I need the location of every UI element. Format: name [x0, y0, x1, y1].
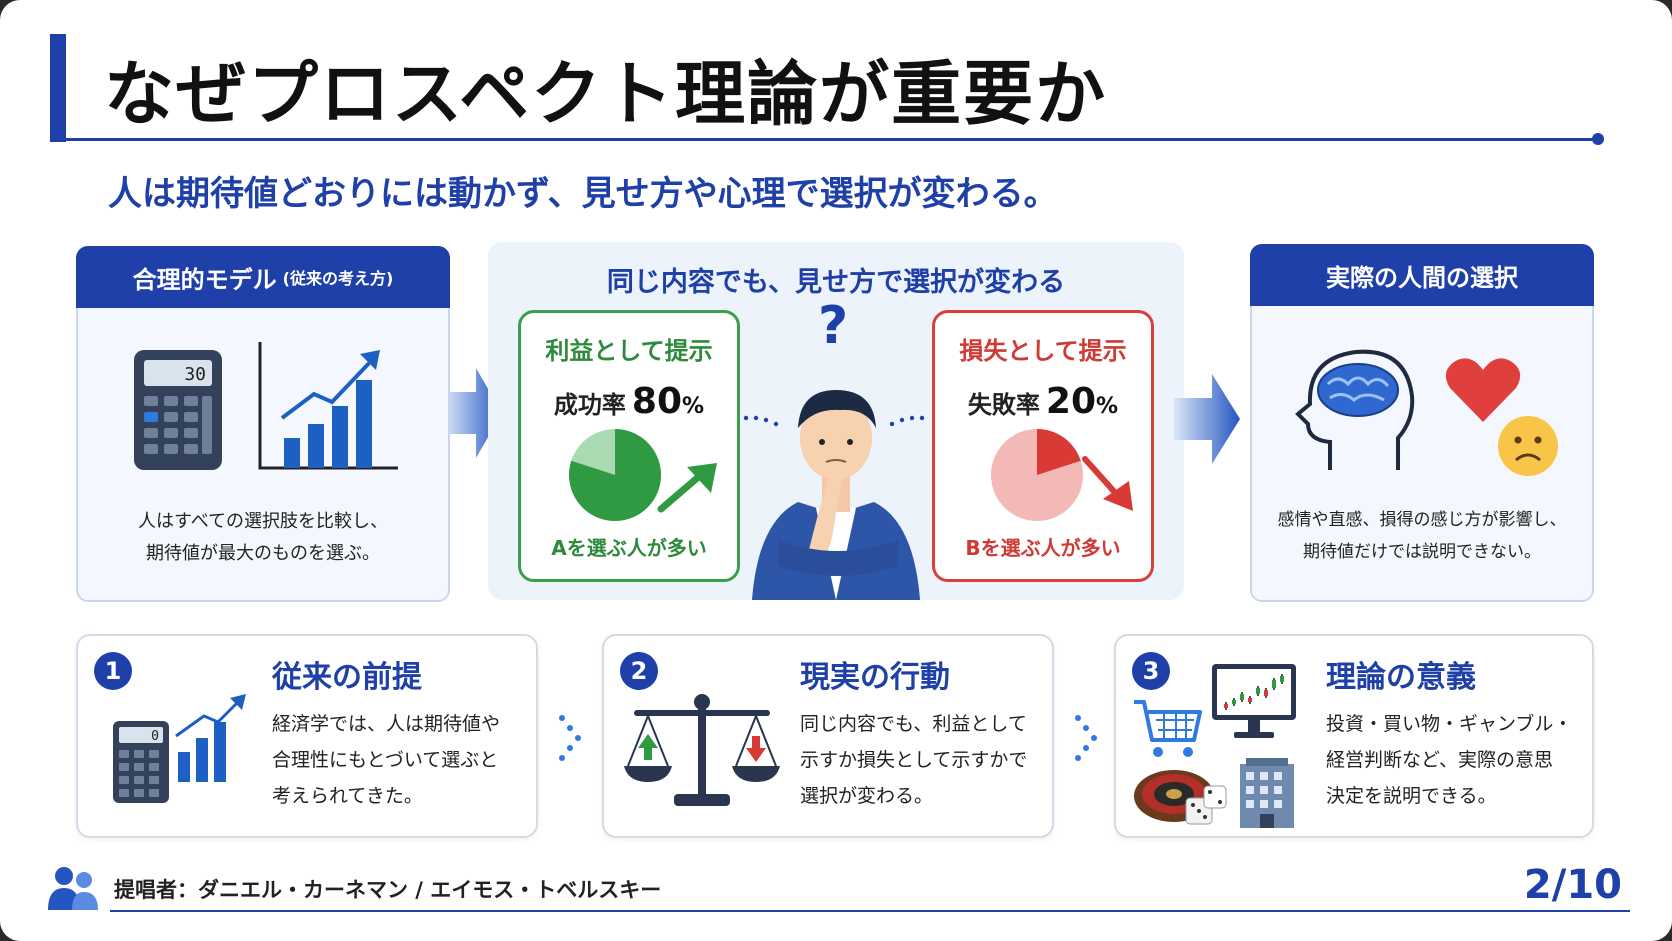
gain-frame-footer: Aを選ぶ人が多い: [551, 536, 707, 560]
footer-rule: [110, 910, 1630, 912]
gain-rate-value: 80: [631, 381, 683, 422]
step-title-1: 従来の前提: [272, 660, 422, 695]
loss-frame-footer: Bを選ぶ人が多い: [965, 536, 1121, 560]
bar-chart-up-icon-small: [175, 694, 246, 782]
thinking-man-icon: [752, 390, 920, 600]
bar-chart-up-icon: [258, 342, 398, 470]
step-title-2: 現実の行動: [800, 660, 950, 695]
proponents-text: 提唱者：ダニエル・カーネマン / エイモス・トベルスキー: [114, 878, 662, 902]
actual-choice-text-1: 感情や直感、損得の感じ方が影響し、: [1277, 510, 1567, 530]
stock-monitor-icon: [1212, 664, 1296, 738]
actual-choice-heading: 実際の人間の選択: [1250, 244, 1594, 306]
rational-model-heading-text: 合理的モデル: [132, 265, 277, 294]
step-1-line-3: 考えられてきた。: [272, 785, 423, 807]
loss-rate-value: 20: [1045, 381, 1097, 422]
gain-rate-label: 成功率: [553, 391, 626, 419]
calculator-icon-small: 0: [113, 721, 169, 803]
title-rule: [50, 138, 1598, 141]
sad-face-icon: [1498, 416, 1558, 476]
framing-heading: 同じ内容でも、見せ方で選択が変わる: [606, 267, 1066, 298]
step-3-line-1: 投資・買い物・ギャンブル・: [1326, 713, 1573, 735]
loss-pie-chart: [991, 429, 1083, 521]
step-card-2: 2 現実の行動 同じ内容でも、利益として 示すか損失として示すかで 選択が変わる…: [602, 634, 1054, 838]
dice-icon: [1185, 785, 1227, 825]
arrow-right-icon-2: [1174, 374, 1240, 464]
loss-pie-slice: [1037, 429, 1081, 475]
people-icon: [48, 867, 98, 910]
page-title: なぜプロスペクト理論が重要か: [104, 53, 1108, 135]
rational-model-text-2: 期待値が最大のものを選ぶ。: [146, 543, 380, 564]
gain-frame-heading: 利益として提示: [545, 337, 713, 365]
actual-choice-panel: 実際の人間の選択 感情や直感、損得の感じ方が影響し、 期待値だけでは説明できない…: [1250, 244, 1594, 602]
loss-frame-heading: 損失として提示: [959, 337, 1127, 365]
step-number-2: 2: [620, 652, 658, 690]
dotted-connector-left: [743, 415, 779, 427]
gain-rate-unit: %: [682, 394, 705, 419]
calculator-icon: 30: [134, 350, 222, 470]
balance-scale-icon: [624, 694, 780, 806]
page-subtitle: 人は期待値どおりには動かず、見せ方や心理で選択が変わる。: [108, 174, 1058, 214]
gain-pie-chart: [569, 429, 661, 521]
small-calculator-display: 0: [151, 729, 159, 744]
question-mark: ?: [818, 296, 849, 356]
step-1-line-1: 経済学では、人は期待値や: [272, 713, 501, 735]
down-trend-arrow-icon: [1082, 456, 1133, 511]
rational-model-panel: 合理的モデル (従来の考え方) 30 人はすべての選択: [76, 246, 450, 602]
gain-pie-slice: [569, 429, 661, 521]
heart-icon: [1445, 358, 1521, 422]
step-2-line-3: 選択が変わる。: [800, 785, 934, 807]
step-title-3: 理論の意義: [1326, 660, 1476, 695]
step-2-line-2: 示すか損失として示すかで: [800, 749, 1028, 771]
dotted-connector-right: [889, 415, 925, 427]
shopping-cart-icon: [1134, 700, 1202, 757]
rational-model-heading-note: (従来の考え方): [282, 269, 394, 288]
page-number: 2/10: [1523, 862, 1622, 908]
step-3-line-3: 決定を説明できる。: [1326, 785, 1497, 807]
rational-model-text-1: 人はすべての選択肢を比較し、: [137, 511, 389, 532]
building-icon: [1240, 758, 1294, 828]
step-2-line-1: 同じ内容でも、利益として: [800, 713, 1027, 735]
step-connector-1: [559, 715, 581, 761]
step-number-3: 3: [1132, 652, 1170, 690]
actual-choice-text-2: 期待値だけでは説明できない。: [1303, 542, 1541, 562]
up-trend-arrow-icon: [657, 463, 717, 513]
calculator-display: 30: [184, 364, 206, 385]
step-1-line-2: 合理性にもとづいて選ぶと: [272, 749, 499, 771]
rational-model-heading: 合理的モデル (従来の考え方): [76, 246, 450, 308]
step-connector-2: [1075, 715, 1097, 761]
title-rule-dot: [1592, 133, 1604, 145]
step-number-1: 1: [94, 652, 132, 690]
loss-rate-unit: %: [1096, 394, 1119, 419]
title-accent-bar: [50, 34, 66, 142]
step-card-3: 3: [1114, 634, 1594, 838]
step-3-line-2: 経営判断など、実際の意思: [1326, 749, 1554, 771]
loss-rate-label: 失敗率: [967, 391, 1040, 419]
step-card-1: 1 0 従来の前提 経済学では、人は期待値や 合理性にもとづいて選ぶと 考えられ…: [76, 634, 538, 838]
step-text-3: 投資・買い物・ギャンブル・ 経営判断など、実際の意思 決定を説明できる。: [1326, 706, 1572, 814]
step-text-1: 経済学では、人は期待値や 合理性にもとづいて選ぶと 考えられてきた。: [272, 706, 500, 814]
step-text-2: 同じ内容でも、利益として 示すか損失として示すかで 選択が変わる。: [800, 706, 1027, 814]
brain-head-icon: [1295, 349, 1415, 470]
